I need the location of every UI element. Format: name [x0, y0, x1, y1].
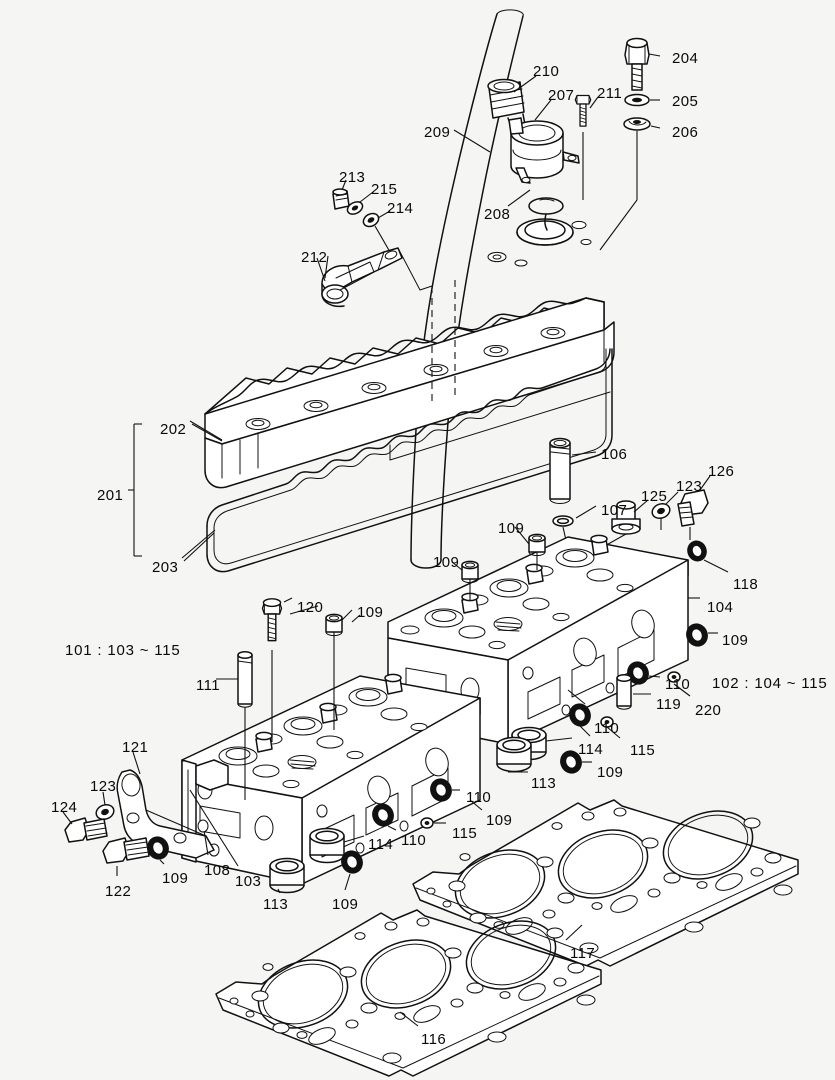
callout-109-b: 109	[433, 554, 460, 571]
callout-104: 104	[707, 599, 734, 616]
callout-109-g: 109	[332, 896, 359, 913]
callout-125: 125	[641, 488, 668, 505]
dowel-pin-119-art	[616, 674, 632, 710]
callout-109-e: 109	[357, 604, 384, 621]
callout-113-a: 113	[531, 775, 557, 792]
valve-cover-gasket-203-art	[206, 348, 613, 573]
callout-212: 212	[301, 249, 328, 266]
callout-115-b: 115	[452, 825, 478, 842]
callout-121: 121	[122, 739, 149, 756]
callout-124: 124	[51, 799, 78, 816]
callout-209: 209	[424, 124, 451, 141]
ball-115-b-art	[420, 817, 434, 829]
seal-114-b-art	[309, 827, 345, 864]
callout-109-c: 109	[722, 632, 749, 649]
callout-123-upper: 123	[676, 478, 703, 495]
head-gasket-116-art	[215, 909, 602, 1077]
seal-113-b-art	[269, 857, 305, 894]
group-note-102: 102 : 104 ~ 115	[712, 675, 828, 692]
callout-213: 213	[339, 169, 366, 186]
callout-122: 122	[105, 883, 132, 900]
oil-separator-207-art	[508, 117, 580, 184]
callout-206: 206	[672, 124, 699, 141]
callout-120: 120	[297, 599, 324, 616]
callout-109-f: 109	[162, 870, 189, 887]
washer-123-upper-art	[651, 502, 671, 520]
callout-207: 207	[548, 87, 575, 104]
vent-bolt-204-art	[624, 37, 650, 91]
callout-107: 107	[601, 502, 628, 519]
breather-pipe-209-art	[410, 9, 527, 569]
callout-126: 126	[708, 463, 735, 480]
cap-nut-213-art	[332, 188, 350, 210]
callout-110-b: 110	[594, 720, 620, 737]
callout-215: 215	[371, 181, 398, 198]
callout-114-b: 114	[368, 836, 394, 853]
callout-111: 111	[196, 677, 221, 694]
callout-119: 119	[656, 696, 682, 713]
callout-109-a: 109	[498, 520, 525, 537]
bolt-122-art	[102, 837, 150, 864]
fitting-125-art	[611, 500, 641, 535]
seal-washer-206-art	[623, 117, 651, 131]
callout-110-c: 110	[401, 832, 427, 849]
callout-103: 103	[235, 873, 262, 890]
head-gasket-117-art	[412, 799, 799, 967]
callout-220: 220	[695, 702, 722, 719]
callout-110-a: 110	[665, 676, 691, 693]
callout-113-b: 113	[263, 896, 289, 913]
group-note-101: 101 : 103 ~ 115	[65, 642, 181, 659]
callout-114-a: 114	[578, 741, 604, 758]
lifting-bracket-121-art	[116, 769, 215, 859]
callout-115-a: 115	[630, 742, 656, 759]
callout-210: 210	[533, 63, 560, 80]
callout-123-lower: 123	[90, 778, 117, 795]
grommet-214-art	[362, 212, 380, 228]
callout-109-d: 109	[597, 764, 624, 781]
callout-116: 116	[421, 1031, 447, 1048]
callout-117: 117	[570, 945, 596, 962]
washer-123-lower-art	[95, 803, 115, 821]
bolt-126-art	[677, 489, 709, 527]
callout-201: 201	[97, 487, 124, 504]
washer-215-art	[346, 201, 364, 215]
injector-sleeve-106-art	[549, 437, 571, 504]
callout-211: 211	[597, 85, 623, 102]
hose-clamp-210-art	[487, 78, 525, 119]
callout-110-d: 110	[466, 789, 492, 806]
callout-204: 204	[672, 50, 699, 67]
callout-109-h: 109	[486, 812, 513, 829]
o-ring-107-art	[552, 515, 574, 527]
valve-guide-111-art	[237, 651, 253, 708]
head-bolt-120-art	[261, 598, 283, 642]
callout-205: 205	[672, 93, 699, 110]
callout-106: 106	[601, 446, 628, 463]
valve-cover-202-art	[204, 197, 615, 489]
callout-202: 202	[160, 421, 187, 438]
callout-108: 108	[204, 862, 231, 879]
callout-203: 203	[152, 559, 179, 576]
seal-113-a-art	[496, 736, 532, 773]
callout-214: 214	[387, 200, 414, 217]
bolt-124-art	[64, 817, 108, 843]
callout-118: 118	[733, 576, 759, 593]
callout-208: 208	[484, 206, 511, 223]
group-bracket-201	[128, 420, 223, 559]
washer-205-art	[624, 93, 650, 107]
clamp-bracket-212-art	[321, 247, 403, 308]
ball-220-art	[667, 671, 681, 683]
